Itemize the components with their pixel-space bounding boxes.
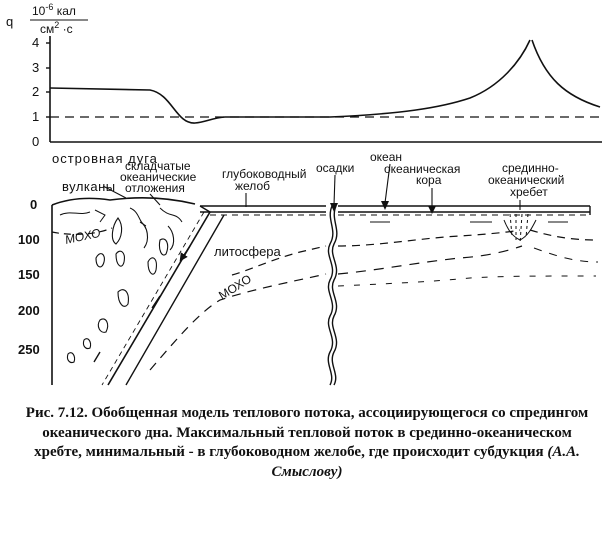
cross-section: [51, 197, 599, 386]
heat-flow-curve-ridge-flank: [531, 39, 601, 108]
depth-axis: 0 100 150 200 250: [18, 197, 40, 357]
lithosphere-base-right: [337, 229, 521, 247]
label-island-arc: островная дуга: [52, 151, 158, 166]
slab-crust: [101, 211, 205, 386]
section-break-2: [331, 205, 338, 386]
label-pointers: [102, 163, 521, 210]
heat-flow-tick-3: 3: [32, 60, 39, 75]
caption-text: Рис. 7.12. Обобщенная модель теплового п…: [25, 405, 589, 460]
heat-flow-unit-bottom: см2 ·с: [40, 20, 73, 36]
asthenosphere-lower: [337, 275, 597, 287]
heat-flow-axis-symbol: q: [6, 14, 13, 29]
figure-caption: Рис. 7.12. Обобщенная модель теплового п…: [20, 404, 594, 482]
label-crust-2: кора: [416, 173, 442, 187]
depth-tick-250: 250: [18, 342, 40, 357]
asthenosphere-upper: [337, 245, 523, 275]
depth-tick-200: 200: [18, 303, 40, 318]
label-sediments: осадки: [316, 161, 354, 175]
lithosphere-base-left: [231, 245, 327, 276]
label-lithosphere: литосфера: [214, 244, 282, 259]
label-crust-1: океаническая: [384, 162, 460, 176]
label-moho-arc: МОХО: [64, 226, 102, 247]
heat-flow-tick-2: 2: [32, 84, 39, 99]
heat-flow-tick-1: 1: [32, 109, 39, 124]
label-volcanoes: вулканы: [62, 179, 116, 194]
label-ridge-1: срединно-: [502, 161, 559, 175]
heat-flow-curve: [49, 39, 531, 124]
label-folded-3: отложения: [125, 181, 185, 195]
label-ridge-3: хребет: [510, 185, 548, 199]
arc-moho: [51, 227, 113, 235]
depth-tick-150: 150: [18, 267, 40, 282]
heat-flow-diagram: q 10-6 кал см2 ·с 4 3 2 1 0 островная ду…: [6, 2, 602, 386]
moho-slab-line: [149, 273, 327, 371]
arc-surface: [51, 197, 196, 206]
label-moho-slab: МОХО: [216, 272, 254, 303]
label-folded-1: складчатые: [125, 159, 191, 173]
magma-body: [111, 217, 123, 245]
label-trench-1: глубоководный: [222, 167, 306, 181]
label-ridge-2: океанический: [488, 173, 564, 187]
heat-flow-unit-top: 10-6 кал: [32, 2, 76, 18]
heat-flow-tick-4: 4: [32, 35, 39, 50]
label-ocean: океан: [370, 150, 402, 164]
depth-tick-100: 100: [18, 232, 40, 247]
heat-flow-graph: q 10-6 кал см2 ·с 4 3 2 1 0: [6, 2, 602, 149]
section-break-1: [327, 205, 334, 386]
label-folded-2: океанические: [120, 170, 197, 184]
heat-flow-tick-0: 0: [32, 134, 39, 149]
label-trench-2: желоб: [235, 179, 270, 193]
slab-base: [125, 214, 225, 386]
depth-tick-0: 0: [30, 197, 37, 212]
caption-author: (А.А. Смыслову): [271, 444, 580, 480]
